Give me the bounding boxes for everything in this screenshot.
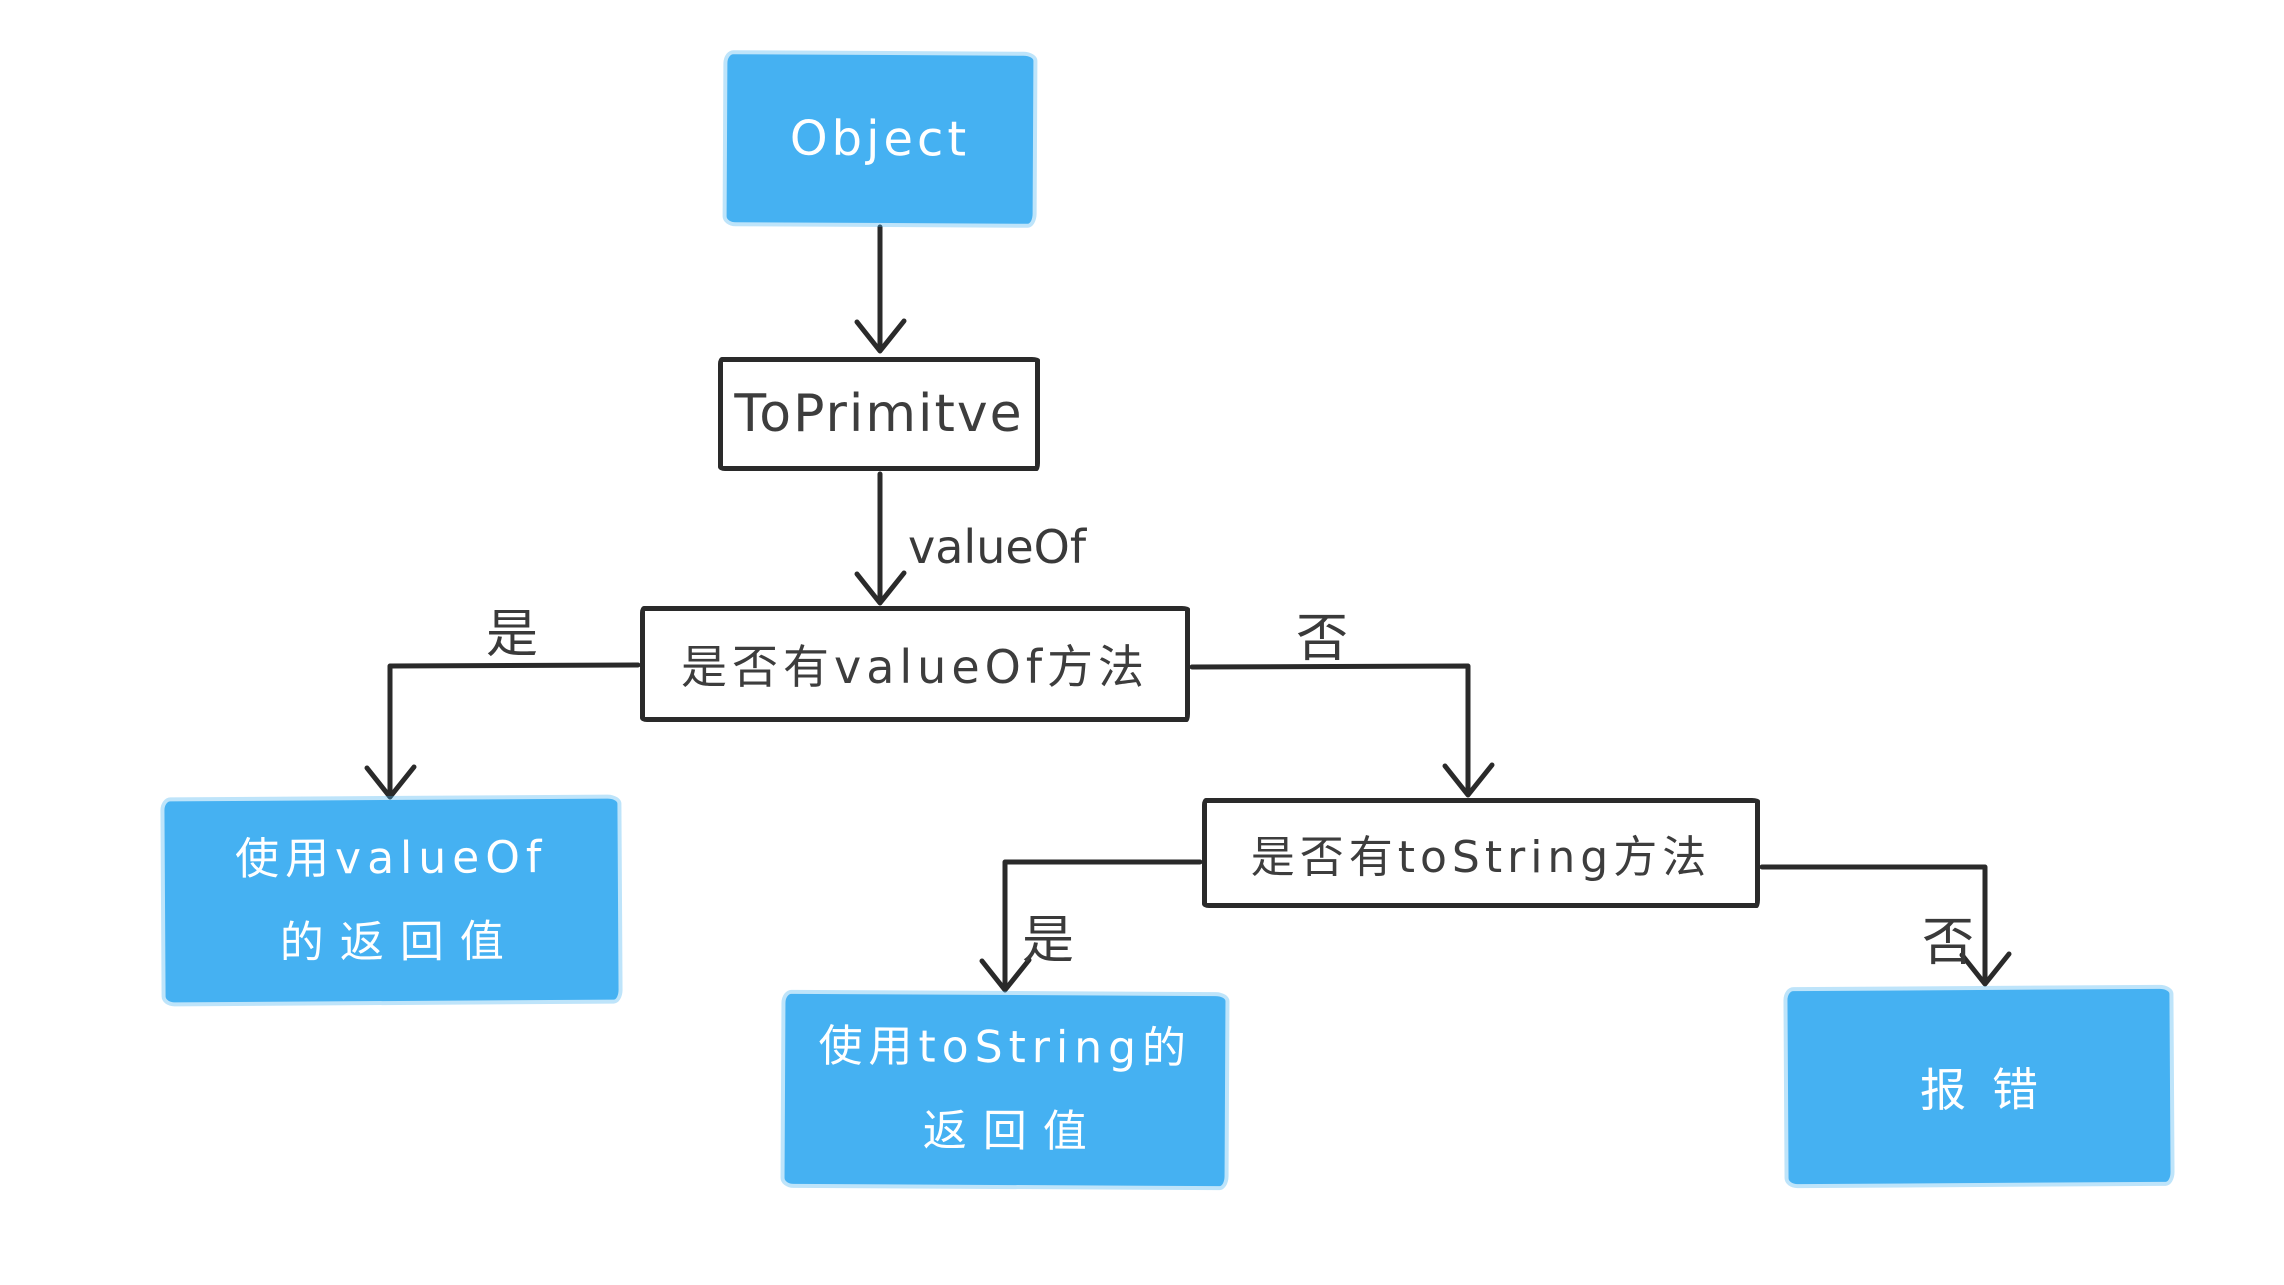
edge-label-decision1-no: 否 (1296, 609, 1349, 669)
arrowhead-toprimitive-to-decision (854, 570, 907, 606)
arrowhead-decision1-yes (364, 764, 417, 800)
decision-valueof-label: 是否有valueOf方法 (680, 640, 1150, 694)
result-tostring-node: 使用toString的 返回值 (784, 993, 1226, 1187)
object-node-label: Object (789, 110, 971, 168)
arrow-decision1-yes (387, 662, 641, 795)
error-node-label: 报错 (1919, 1061, 2065, 1117)
edge-label-valueof: valueOf (908, 520, 1087, 574)
result-tostring-line2: 返回值 (922, 1105, 1103, 1158)
arrowhead-object-to-toprimitive (854, 318, 907, 354)
arrow-decision1-no (1189, 663, 1471, 793)
result-tostring-line1: 使用toString的 (818, 1021, 1193, 1074)
edge-label-decision2-yes: 是 (1022, 911, 1075, 971)
object-node: Object (726, 54, 1034, 224)
edge-label-decision1-yes: 是 (486, 605, 539, 665)
toprimitive-node: ToPrimitve (718, 357, 1040, 471)
decision-tostring-label: 是否有toString方法 (1250, 832, 1712, 883)
toprimitive-node-label: ToPrimitve (734, 384, 1024, 444)
result-valueof-node: 使用valueOf 的返回值 (164, 798, 619, 1003)
error-node: 报错 (1787, 988, 2171, 1185)
result-valueof-line2: 的返回值 (279, 915, 520, 969)
decision-tostring-node: 是否有toString方法 (1202, 798, 1760, 908)
arrowhead-decision1-no (1442, 762, 1495, 798)
edge-label-decision2-no: 否 (1922, 913, 1975, 973)
decision-valueof-node: 是否有valueOf方法 (640, 606, 1190, 722)
result-valueof-line1: 使用valueOf (234, 831, 548, 885)
